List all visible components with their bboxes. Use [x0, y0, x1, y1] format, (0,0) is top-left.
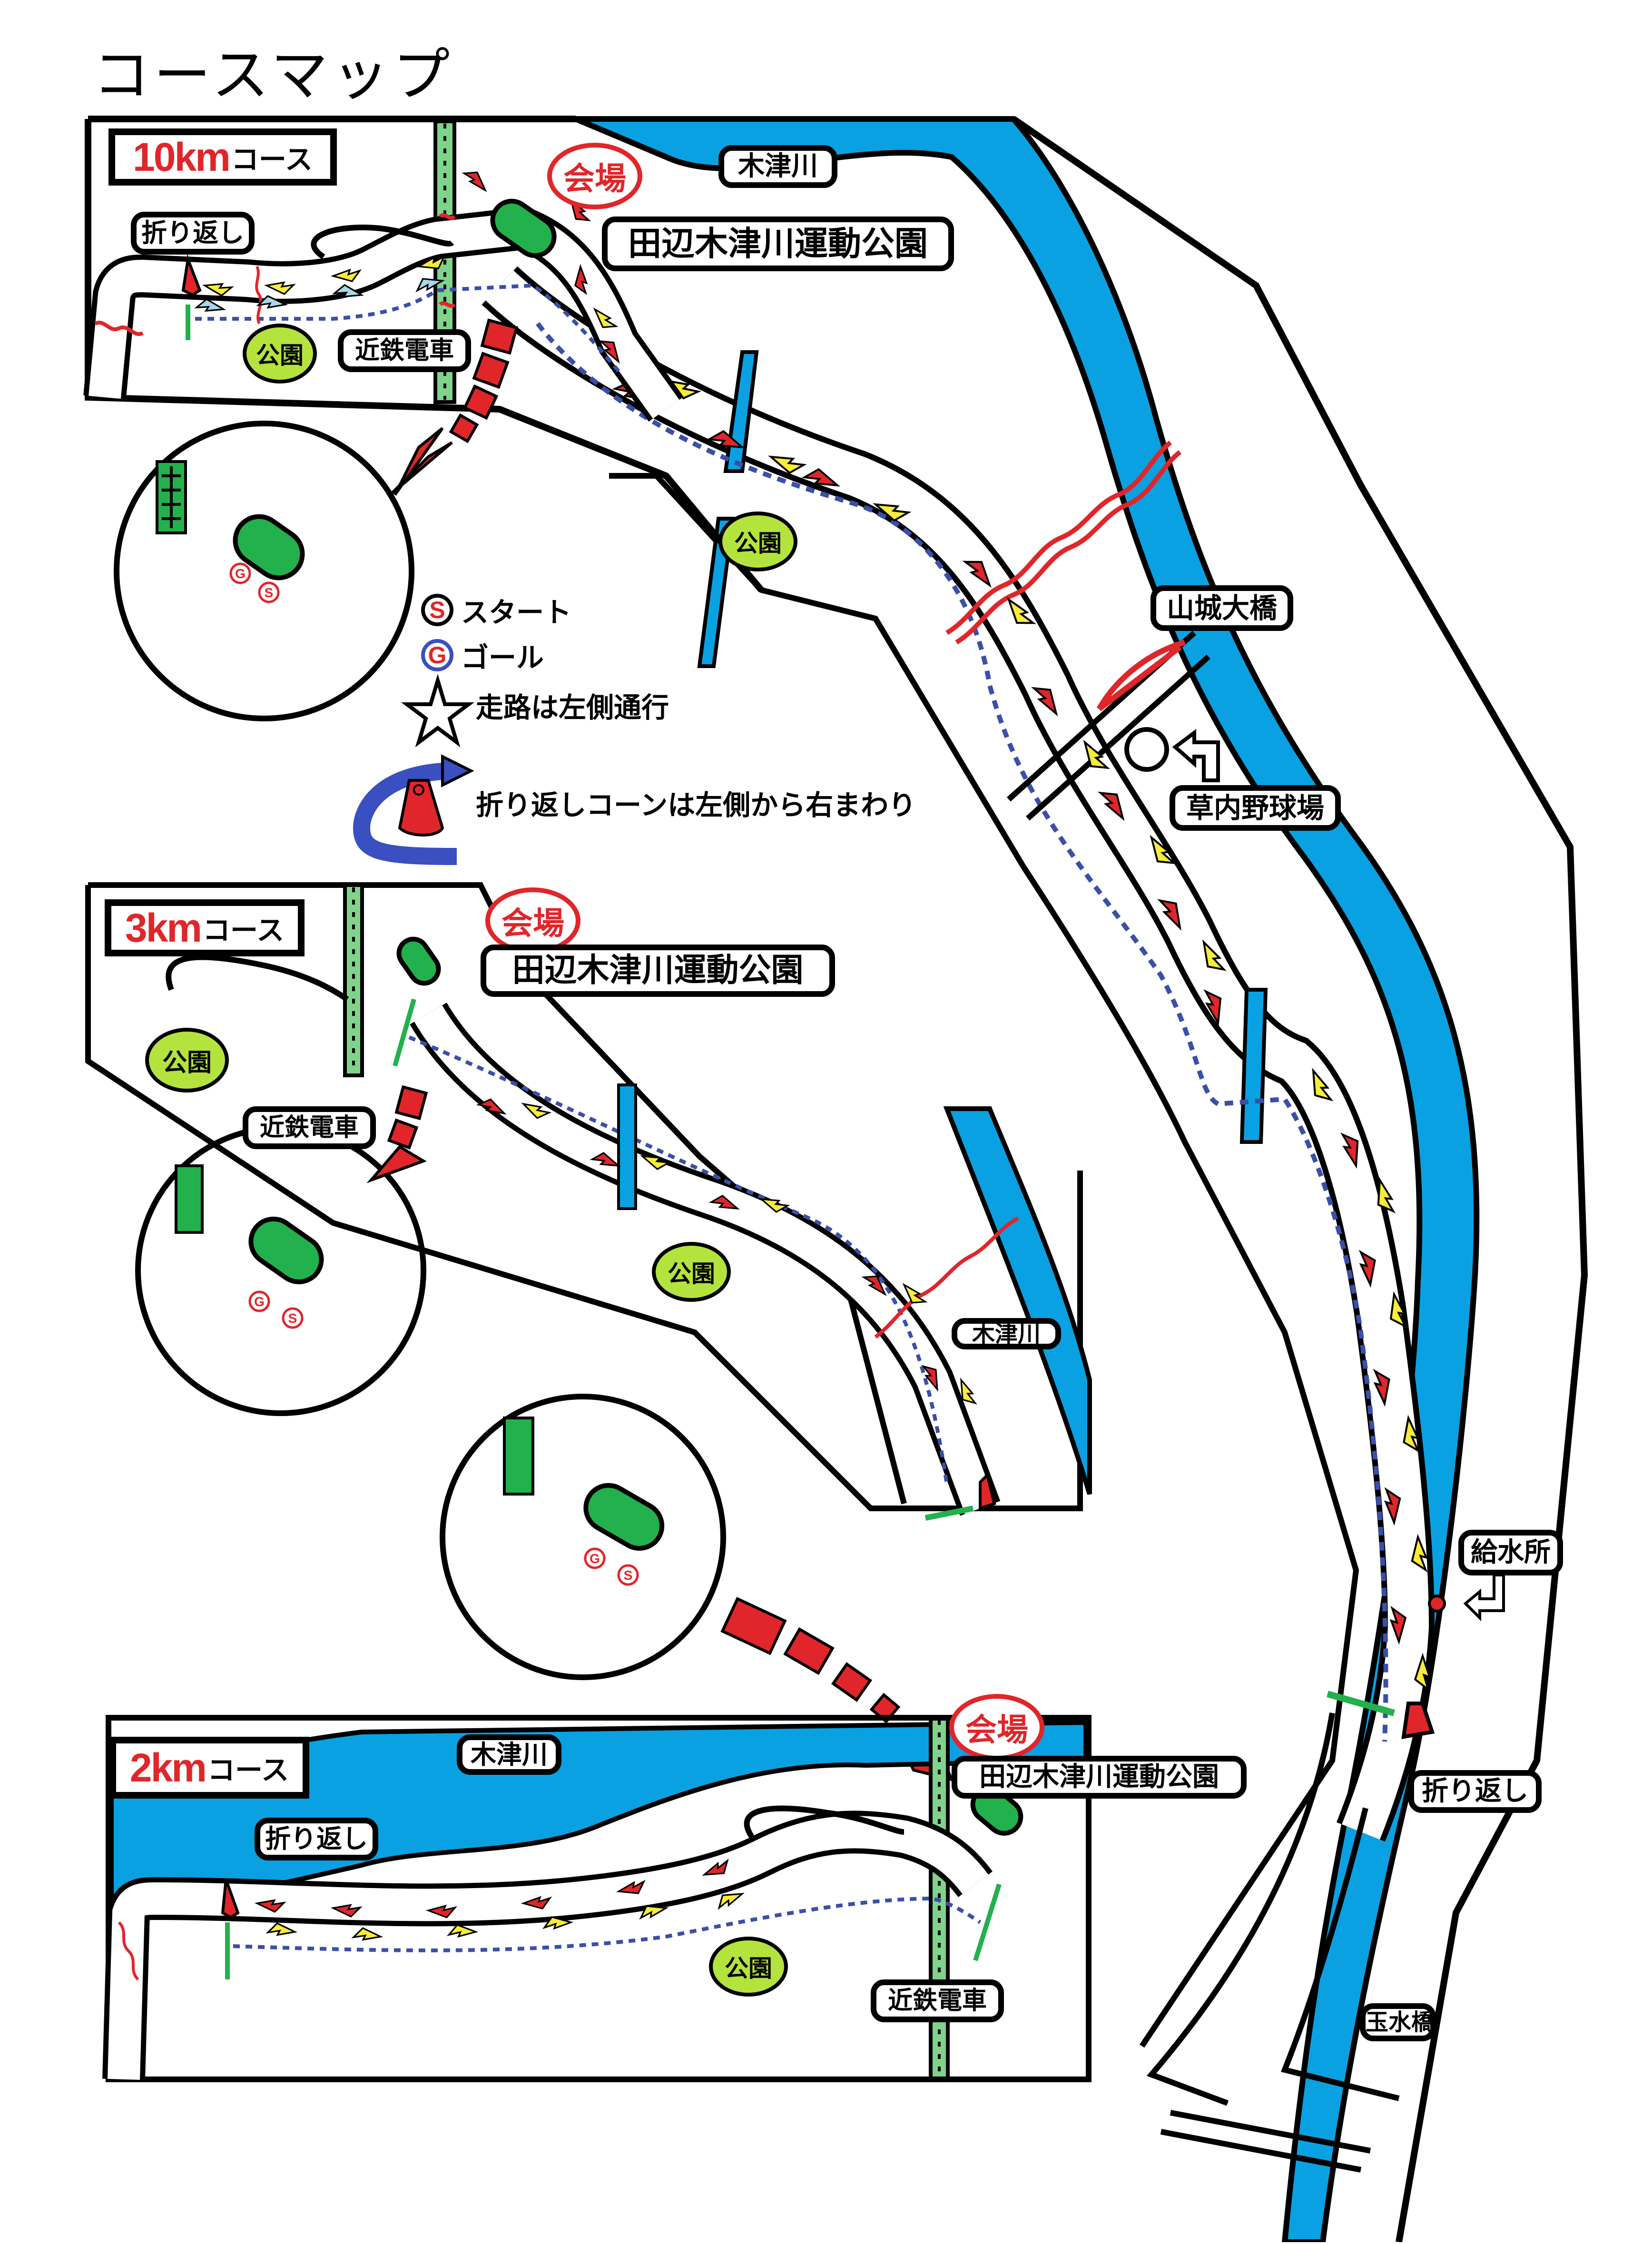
svg-text:S: S — [265, 585, 274, 600]
label-kizu-river-2km: 木津川 — [457, 1734, 561, 1775]
inset-10km: G S — [114, 421, 414, 721]
yamashiro-bridge-truss — [1096, 640, 1186, 711]
label-kusauchi-baseball: 草内野球場 — [1170, 785, 1341, 831]
turnaround-cone-main — [1401, 1702, 1435, 1739]
start-marker-icon: S — [421, 594, 453, 626]
road-loop-10km — [311, 225, 454, 259]
park-badge-10km: 公園 — [243, 324, 317, 384]
course-suffix-10km: コース — [231, 144, 313, 175]
svg-text:G: G — [254, 1294, 265, 1309]
label-turnaround-10km: 折り返し — [131, 212, 255, 255]
label-turnaround-2km: 折り返し — [255, 1818, 378, 1860]
course-dotted-3km — [408, 1035, 949, 1485]
cone-rotation-icon — [353, 754, 474, 865]
svg-text:G: G — [590, 1551, 600, 1566]
road-loop-3km — [166, 954, 349, 1002]
course-suffix-2km: コース — [207, 1755, 289, 1786]
lower-road-right — [1280, 1807, 1400, 2101]
start-line-2km — [973, 1883, 1002, 1961]
main-map — [482, 116, 1588, 2244]
venue-badge-10km: 会場 — [547, 143, 642, 209]
finish-line-main — [1327, 1691, 1395, 1716]
panel-3km — [85, 882, 1092, 1521]
road-loop-2km — [744, 1805, 905, 1839]
rail-crossing-wave-3km — [874, 1216, 1019, 1339]
finish-line-3km — [924, 1506, 974, 1521]
goal-marker-icon: G — [421, 639, 453, 671]
panel-2km-frame — [106, 1715, 1092, 2082]
turnaround-cone-2km — [221, 1879, 240, 1919]
water-wave-10km — [94, 321, 144, 336]
baseball-field — [1124, 727, 1169, 772]
main-map-boundary — [1012, 116, 1588, 2243]
railway-3km — [343, 883, 364, 1077]
label-park-name-3km: 田辺木津川運動公園 — [481, 945, 835, 997]
park-badge-3km-mid: 公園 — [652, 1242, 731, 1302]
label-park-name-2km: 田辺木津川運動公園 — [952, 1756, 1247, 1799]
legend-start-label: スタート — [461, 596, 572, 629]
legend-graphics — [353, 674, 474, 865]
legend-cone-rule: 折り返しコーンは左側から右まわり — [476, 783, 916, 823]
river-3km — [943, 1106, 1092, 1495]
baseball-pointer — [1172, 729, 1220, 782]
svg-text:S: S — [624, 1568, 633, 1583]
label-kintetsu-2km: 近鉄電車 — [871, 1979, 1004, 2022]
turnaround-cone-3km — [979, 1472, 996, 1511]
label-water-station: 給水所 — [1458, 1530, 1563, 1575]
svg-text:G: G — [235, 566, 246, 581]
zoom-pointer-10km — [389, 318, 519, 496]
water-station-pointer — [1463, 1574, 1505, 1622]
legend-keep-left: 走路は左側通行 — [476, 685, 669, 725]
venue-badge-3km: 会場 — [485, 887, 580, 954]
water-wave-2km — [118, 1921, 139, 1981]
park-badge-2km: 公園 — [709, 1937, 788, 1997]
stadium-3km — [396, 936, 441, 986]
inset-3km: G S — [135, 1085, 428, 1416]
label-kintetsu-3km: 近鉄電車 — [243, 1106, 376, 1149]
label-turnaround-main: 折り返し — [1408, 1770, 1542, 1813]
water-station-marker — [1428, 1594, 1446, 1613]
label-yamashiro-bridge: 山城大橋 — [1150, 585, 1293, 631]
park-badge-3km: 公園 — [145, 1028, 229, 1092]
course-distance-10km: 10km — [133, 134, 231, 179]
course-distance-3km: 3km — [125, 905, 202, 950]
course-distance-2km: 2km — [129, 1745, 207, 1790]
course-dotted-line — [536, 322, 1388, 1742]
star-icon — [401, 674, 474, 748]
venue-badge-2km: 会場 — [949, 1694, 1044, 1761]
svg-text:S: S — [288, 1311, 297, 1326]
start-line-3km — [393, 998, 416, 1067]
legend-keep-left-label: 走路は左側通行 — [476, 691, 669, 724]
course-dotted-2km — [233, 1896, 982, 1952]
lower-road-left — [1146, 1713, 1335, 2106]
turnaround-cone-10km — [181, 254, 202, 297]
legend-goal-label: ゴール — [461, 641, 544, 674]
course-dotted-10km — [195, 283, 620, 373]
label-tamamizu-bridge: 玉水橋 — [1360, 2003, 1436, 2041]
label-park-name-10km: 田辺木津川運動公園 — [602, 217, 954, 271]
inset-2km: G S — [440, 1394, 955, 1783]
course-suffix-3km: コース — [203, 915, 285, 946]
side-road — [609, 473, 1359, 2048]
panel-10km-frame — [85, 116, 764, 592]
park-badge-main: 公園 — [718, 512, 797, 571]
label-kizu-river-top: 木津川 — [718, 145, 837, 188]
creek — [697, 350, 759, 668]
page-title: コースマップ — [93, 42, 454, 108]
label-kizu-river-3km: 木津川 — [952, 1318, 1061, 1349]
stadium-10km — [490, 198, 557, 258]
label-kintetsu-10km: 近鉄電車 — [338, 329, 471, 372]
legend-cone-rule-label: 折り返しコーンは左側から右まわり — [476, 789, 916, 821]
panel-3km-frame — [85, 882, 1083, 1511]
rail-crossing-wave — [945, 441, 1172, 635]
